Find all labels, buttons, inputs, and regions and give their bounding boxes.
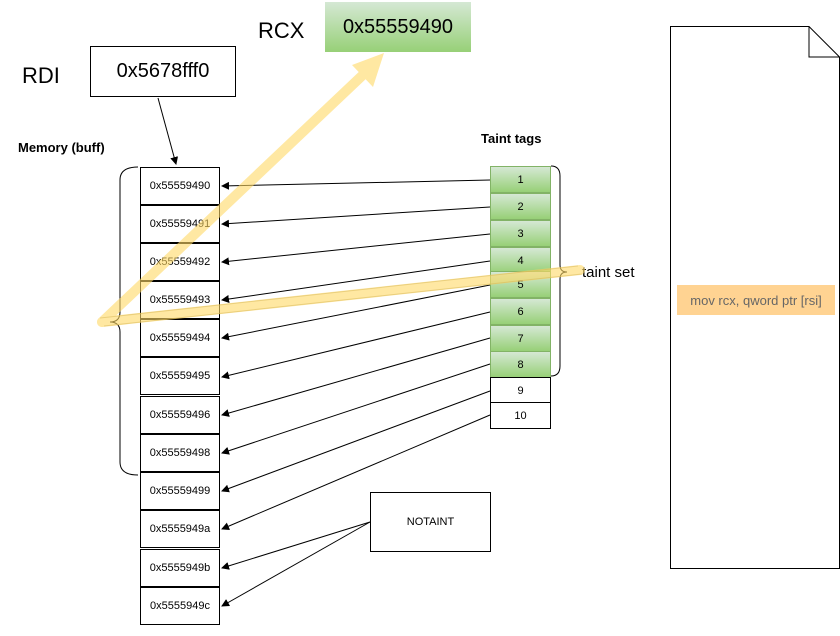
- instruction-highlight: mov rcx, qword ptr [rsi]: [677, 285, 835, 315]
- memory-cell-address: 0x55559490: [149, 180, 211, 192]
- memory-brace: [109, 166, 139, 476]
- memory-cell-address: 0x5555949b: [149, 562, 211, 574]
- tag-arrow: [221, 233, 491, 266]
- rdi-value: 0x5678fff0: [116, 60, 210, 82]
- rcx-label: RCX: [258, 18, 305, 43]
- tag-arrow: [221, 337, 491, 417]
- taint-tag: 7: [490, 325, 551, 352]
- tag-arrow: [221, 311, 491, 380]
- memory-cell-address: 0x5555949a: [149, 523, 211, 535]
- highlight-arrowhead: [352, 53, 384, 87]
- tag-arrow: [221, 206, 491, 228]
- memory-cell-address: 0x55559492: [149, 256, 211, 268]
- notaint-box: NOTAINT: [370, 492, 491, 552]
- taint-tag: 6: [490, 298, 551, 325]
- taint-tag: 8: [490, 351, 551, 378]
- instruction-text: mov rcx, qword ptr [rsi]: [690, 292, 822, 308]
- rdi-pointer-arrow: [157, 97, 179, 165]
- taint-tag-label: 1: [517, 173, 524, 186]
- tag-arrow: [221, 363, 491, 455]
- memory-title: Memory (buff): [18, 140, 105, 155]
- taint-tag-label: 5: [517, 278, 524, 291]
- taint-set-label: taint set: [582, 264, 635, 281]
- memory-cell: 0x55559491: [140, 205, 220, 243]
- tag-arrow: [221, 260, 491, 303]
- taint-set-brace: [550, 165, 568, 377]
- rcx-value: 0x55559490: [342, 15, 454, 38]
- taint-tag: 1: [490, 166, 551, 193]
- rdi-value-box: 0x5678fff0: [90, 46, 236, 97]
- taint-tag: 10: [490, 402, 551, 429]
- memory-cell: 0x55559493: [140, 281, 220, 319]
- memory-cell-address: 0x5555949c: [150, 600, 210, 612]
- memory-cell: 0x5555949c: [140, 587, 220, 625]
- memory-cell: 0x55559496: [140, 396, 220, 434]
- taint-tag: 9: [490, 377, 551, 404]
- taint-tag: 5: [490, 271, 551, 298]
- taint-tag: 2: [490, 193, 551, 220]
- memory-cell-address: 0x55559494: [149, 332, 211, 344]
- memory-cell-address: 0x55559495: [149, 370, 211, 382]
- rdi-label: RDI: [22, 63, 60, 88]
- taint-tag-label: 3: [517, 227, 524, 240]
- taint-tag-label: 7: [517, 332, 524, 345]
- taint-tag-label: 2: [517, 200, 524, 213]
- taint-tag-label: 6: [517, 305, 524, 318]
- memory-cell-address: 0x55559496: [149, 409, 211, 421]
- memory-cell-address: 0x55559498: [149, 447, 211, 459]
- tag-arrow: [221, 179, 491, 190]
- tag-arrow: [221, 284, 491, 341]
- taint-tag: 4: [490, 247, 551, 274]
- memory-cell: 0x5555949a: [140, 510, 220, 548]
- memory-cell: 0x5555949b: [140, 549, 220, 587]
- rcx-value-box: 0x55559490: [325, 2, 471, 52]
- memory-cell-address: 0x55559491: [149, 218, 211, 230]
- memory-cell: 0x55559498: [140, 434, 220, 472]
- memory-cell: 0x55559490: [140, 167, 220, 205]
- taint-tags-title: Taint tags: [481, 131, 542, 146]
- memory-cell: 0x55559499: [140, 472, 220, 510]
- taint-tag: 3: [490, 220, 551, 247]
- notaint-arrow: [221, 521, 371, 607]
- memory-cell: 0x55559494: [140, 319, 220, 357]
- taint-tag-label: 4: [517, 254, 524, 267]
- taint-tag-label: 8: [517, 358, 524, 371]
- memory-cell-address: 0x55559493: [149, 294, 211, 306]
- taint-tag-label: 10: [514, 409, 527, 422]
- taint-tag-label: 9: [517, 384, 524, 397]
- notaint-arrow: [221, 521, 371, 570]
- tag-arrow: [221, 390, 491, 493]
- memory-cell-address: 0x55559499: [149, 485, 211, 497]
- notaint-label: NOTAINT: [406, 516, 455, 528]
- memory-cell: 0x55559495: [140, 357, 220, 395]
- memory-cell: 0x55559492: [140, 243, 220, 281]
